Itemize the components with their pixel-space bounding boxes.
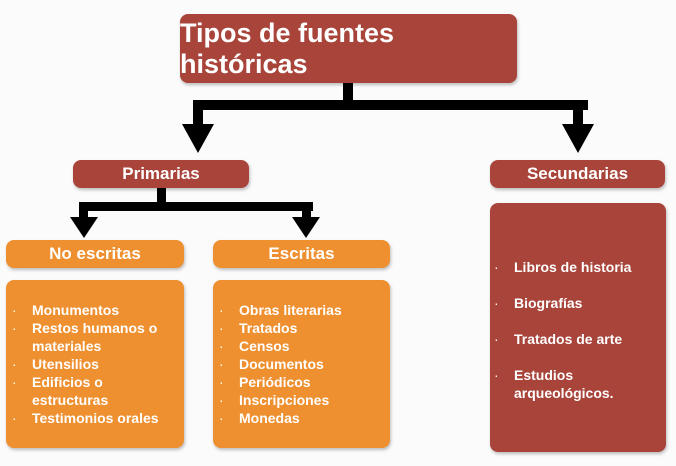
secundarias-label: Secundarias [526,164,629,183]
list-item: Periódicos [219,373,384,391]
list-item: Libros de historia [494,258,660,276]
arrow-to-no-escritas [70,217,98,238]
escritas-list-box: Obras literarias Tratados Censos Documen… [213,280,390,448]
no-escritas-list-box: Monumentos Restos humanos o materiales U… [6,280,184,448]
list-item: Obras literarias [219,301,384,319]
no-escritas-label: No escritas [49,244,141,263]
list-item: Monedas [219,409,384,427]
list-item: Documentos [219,355,384,373]
connector-bar-top [193,100,588,110]
arrow-to-secundarias [562,124,594,153]
no-escritas-box: No escritas [6,240,184,268]
secundarias-list-box: Libros de historia Biografías Tratados d… [490,203,666,452]
secundarias-list: Libros de historia Biografías Tratados d… [494,258,660,402]
list-item: Utensilios [12,355,178,373]
primarias-label: Primarias [122,164,200,183]
arrow-to-escritas [292,217,320,238]
list-item: Estudios arqueológicos. [494,366,624,402]
list-item: Monumentos [12,301,178,319]
escritas-label: Escritas [268,244,335,263]
list-item: Tratados [219,319,384,337]
list-item: Edificios o estructuras [12,373,178,409]
connector-bar-primarias [79,202,313,211]
connector-right-down [573,100,583,125]
title-box: Tipos de fuentes históricas [180,14,517,83]
connector-stem-title [343,83,353,105]
connector-right-down-2 [302,202,311,218]
escritas-box: Escritas [213,240,390,268]
connector-left-down [193,100,203,125]
list-item: Testimonios orales [12,409,178,427]
list-item: Biografías [494,294,660,312]
escritas-list: Obras literarias Tratados Censos Documen… [219,301,384,427]
list-item: Tratados de arte [494,330,660,348]
secundarias-box: Secundarias [490,160,665,188]
arrow-to-primarias [182,124,214,153]
connector-left-down-2 [79,202,88,218]
primarias-box: Primarias [73,160,249,188]
list-item: Censos [219,337,384,355]
list-item: Restos humanos o materiales [12,319,178,355]
list-item: Inscripciones [219,391,384,409]
no-escritas-list: Monumentos Restos humanos o materiales U… [12,301,178,427]
title-text: Tipos de fuentes históricas [180,17,395,79]
connector-stem-primarias [157,188,166,208]
